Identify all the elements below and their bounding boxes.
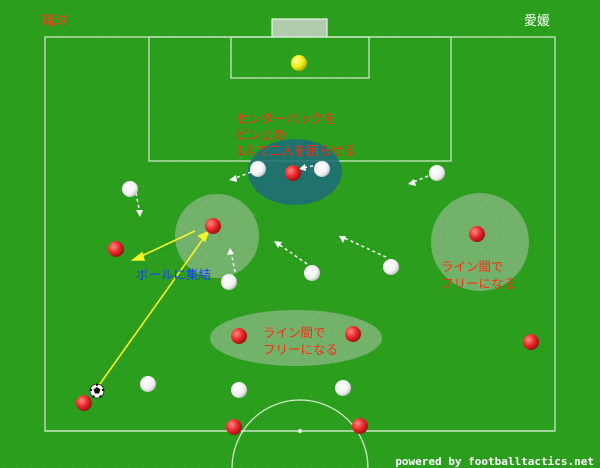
pass-lines [96,230,210,389]
annotation-center-back-1: センターバックを [236,111,336,126]
arrow-head [339,236,346,243]
away-player [383,259,399,275]
pass-arrow-head [197,230,210,243]
home-players [76,165,539,435]
annotation-center-back-3: 1人で二人を困らせる [236,143,356,158]
annotation-center-lines-1: ライン間で [263,325,326,340]
arrow-head [136,210,143,217]
home-player [205,218,221,234]
center-between-lines-zone [210,310,382,366]
away-player [314,161,330,177]
arrow-head [229,175,237,182]
pass-arrow-head-short [130,251,146,261]
goal [271,18,328,38]
run-arrow [276,242,308,265]
arrow-head [227,248,234,255]
home-player [345,326,361,342]
home-player [226,419,242,435]
home-player [231,328,247,344]
away-players [122,55,445,398]
home-player [352,418,368,434]
highlight-zones [175,139,529,366]
run-arrow [341,236,387,258]
away-player [122,181,138,197]
away-player [221,274,237,290]
away-team-name: 愛媛 [524,14,550,29]
home-player [76,395,92,411]
goal-area [230,36,370,79]
away-goalkeeper [291,55,307,71]
soccer-ball-icon [89,383,105,399]
annotation-right-lines-1: ライン間で [441,259,504,274]
away-player [304,265,320,281]
away-player [231,382,247,398]
annotation-right-lines-2: フリーになる [441,276,516,291]
arrow-head [274,241,282,248]
home-player [285,165,301,181]
ball-gather-zone [175,194,259,278]
movement-arrow-heads [136,164,416,255]
annotation-center-back-2: ピン止め [236,127,286,142]
run-arrow [301,165,314,169]
home-player [523,334,539,350]
movement-arrows [135,165,429,273]
pass-line-long [96,231,209,389]
annotation-center-lines-2: フリーになる [263,342,338,357]
home-team-name: 琉球 [42,14,68,29]
right-between-lines-zone [431,193,529,291]
annotation-ball-gather: ボールに集結 [136,267,211,282]
center-spot [297,428,303,434]
home-player [108,241,124,257]
credit-text: powered by footballtactics.net [395,455,594,468]
arrow-head [299,164,306,171]
away-player [429,165,445,181]
center-circle [231,399,369,468]
away-player [335,380,351,396]
arrow-head [408,179,416,186]
away-player [140,376,156,392]
home-player [469,226,485,242]
away-player [250,161,266,177]
